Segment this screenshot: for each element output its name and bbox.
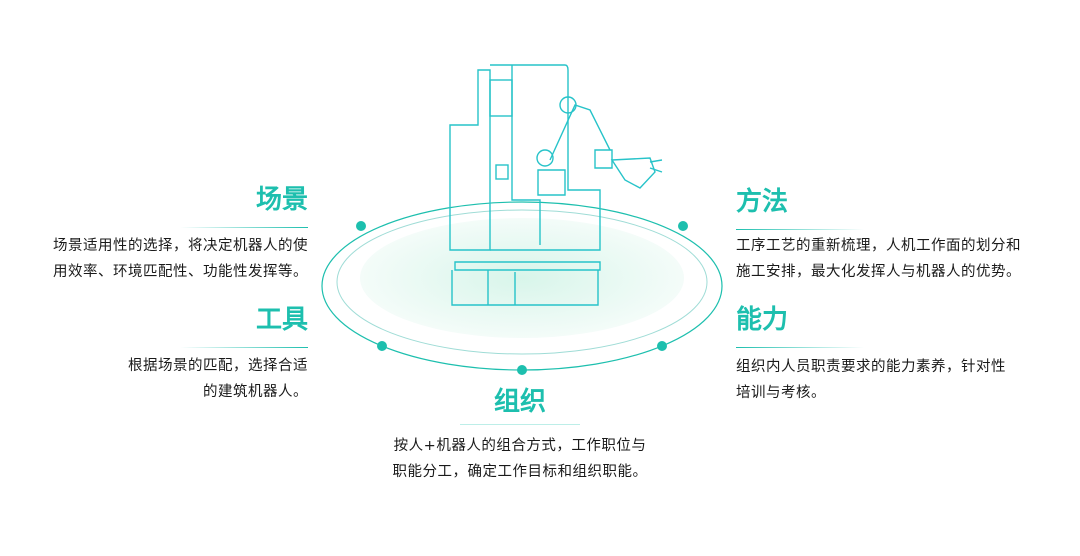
method-description: 工序工艺的重新梳理，人机工作面的划分和 施工安排，最大化发挥人与机器人的优势。 — [736, 233, 1021, 285]
tool-line: 的建筑机器人。 — [203, 384, 308, 400]
tool-description: 根据场景的匹配，选择合适 的建筑机器人。 — [128, 353, 308, 405]
ability-line: 培训与考核。 — [736, 385, 826, 401]
orbit-dots — [356, 221, 688, 375]
tool-line: 根据场景的匹配，选择合适 — [128, 358, 308, 374]
tool-title: 工具 — [255, 305, 308, 335]
method-line: 施工安排，最大化发挥人与机器人的优势。 — [736, 264, 1021, 280]
ability-title: 能力 — [736, 305, 789, 335]
organization-line: 职能分工，确定工作目标和组织职能。 — [392, 464, 648, 480]
scene-line: 场景适用性的选择，将决定机器人的使 — [53, 238, 308, 254]
scene-line: 用效率、环境匹配性、功能性发挥等。 — [53, 264, 308, 280]
scene-description: 场景适用性的选择，将决定机器人的使 用效率、环境匹配性、功能性发挥等。 — [53, 233, 308, 285]
organization-title: 组织 — [493, 387, 546, 417]
robot-icon — [449, 64, 663, 306]
organization-line: 按人+机器人的组合方式，工作职位与 — [393, 438, 647, 454]
platform-glow — [360, 218, 684, 338]
method-title: 方法 — [736, 187, 789, 217]
section-rules — [180, 227, 864, 425]
method-line: 工序工艺的重新梳理，人机工作面的划分和 — [736, 238, 1021, 254]
organization-description: 按人+机器人的组合方式，工作职位与 职能分工，确定工作目标和组织职能。 — [320, 433, 720, 485]
ability-line: 组织内人员职责要求的能力素养，针对性 — [736, 359, 1006, 375]
inner-orbit — [336, 209, 708, 355]
scene-title: 场景 — [255, 185, 308, 215]
ability-description: 组织内人员职责要求的能力素养，针对性 培训与考核。 — [736, 354, 1006, 406]
